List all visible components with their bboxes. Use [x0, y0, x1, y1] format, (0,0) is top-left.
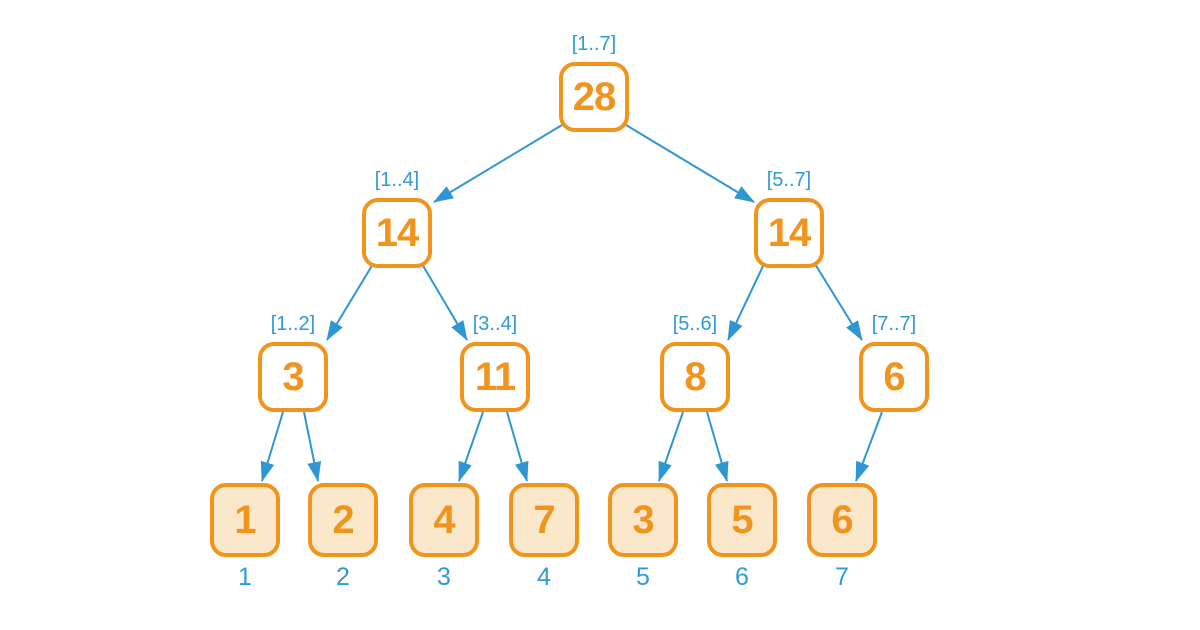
- edge-3-4-to-leaf-3: [458, 411, 484, 482]
- edge-5-7-to-7-7: [814, 263, 863, 341]
- node-5-6: 8: [660, 342, 730, 412]
- leaf-4: 7: [509, 483, 579, 557]
- range-label-5-6: [5..6]: [672, 313, 718, 335]
- edge-7-7-to-leaf-7: [855, 411, 883, 482]
- edge-1-2-to-leaf-1: [260, 411, 284, 482]
- leaf-value-2: 2: [332, 498, 354, 542]
- range-label-3-4: [3..4]: [472, 313, 518, 335]
- edge-1-4-to-3-4: [421, 263, 468, 341]
- node-value-1-7: 28: [572, 75, 616, 119]
- leaf-1: 1: [210, 483, 280, 557]
- index-label-2: 2: [336, 563, 350, 591]
- node-7-7: 6: [859, 342, 929, 412]
- leaf-value-1: 1: [234, 498, 256, 542]
- edge-root-to-1-4: [433, 124, 563, 203]
- leaf-2: 2: [308, 483, 378, 557]
- leaf-6: 5: [707, 483, 777, 557]
- index-label-7: 7: [835, 563, 849, 591]
- node-value-5-6: 8: [684, 355, 706, 399]
- leaf-value-7: 6: [831, 498, 853, 542]
- node-1-7: 28: [559, 62, 629, 132]
- node-1-2: 3: [258, 342, 328, 412]
- node-value-3-4: 11: [474, 355, 516, 399]
- node-3-4: 11: [460, 342, 530, 412]
- range-label-1-2: [1..2]: [270, 313, 316, 335]
- leaf-value-6: 5: [731, 498, 753, 542]
- index-label-3: 3: [437, 563, 451, 591]
- edge-5-7-to-5-6: [727, 263, 765, 341]
- leaf-5: 3: [608, 483, 678, 557]
- edge-3-4-to-leaf-4: [506, 411, 529, 482]
- edge-5-6-to-leaf-5: [658, 411, 684, 482]
- node-value-1-2: 3: [282, 355, 304, 399]
- edge-5-6-to-leaf-6: [706, 411, 729, 482]
- leaf-7: 6: [807, 483, 877, 557]
- node-value-1-4: 14: [375, 211, 419, 255]
- index-label-6: 6: [735, 563, 749, 591]
- range-label-7-7: [7..7]: [871, 313, 917, 335]
- edge-1-2-to-leaf-2: [303, 411, 322, 482]
- index-label-5: 5: [636, 563, 650, 591]
- range-label-1-4: [1..4]: [374, 169, 420, 191]
- node-5-7: 14: [754, 198, 824, 268]
- node-value-7-7: 6: [883, 355, 905, 399]
- range-label-1-7: [1..7]: [571, 33, 617, 55]
- leaf-value-5: 3: [632, 498, 654, 542]
- range-label-5-7: [5..7]: [766, 169, 812, 191]
- leaf-3: 4: [409, 483, 479, 557]
- edge-1-4-to-1-2: [326, 263, 374, 341]
- node-value-5-7: 14: [767, 211, 811, 255]
- leaf-value-3: 4: [433, 498, 455, 542]
- edge-root-to-5-7: [625, 124, 755, 203]
- node-1-4: 14: [362, 198, 432, 268]
- index-label-4: 4: [537, 563, 551, 591]
- leaf-value-4: 7: [533, 498, 555, 542]
- index-label-1: 1: [238, 563, 252, 591]
